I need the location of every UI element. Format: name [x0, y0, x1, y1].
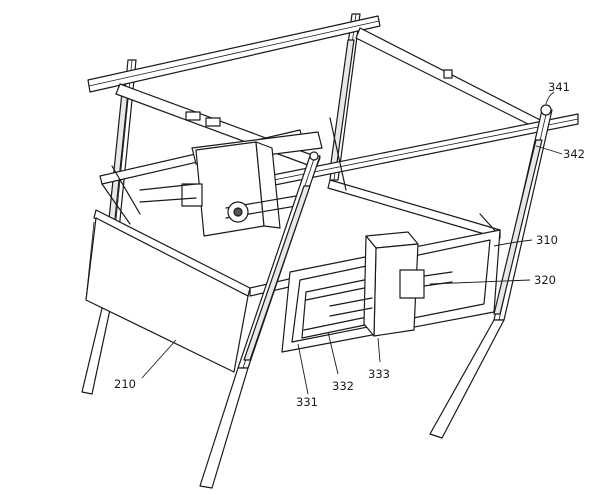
motor-320 [399, 269, 453, 299]
rear-mechanism [139, 131, 323, 237]
label-341: 341 [548, 80, 570, 94]
label-210: 210 [114, 377, 136, 391]
front-left-leg [199, 151, 321, 489]
label-320: 320 [534, 273, 556, 287]
slider-333 [363, 231, 419, 337]
label-332: 332 [332, 379, 354, 393]
container-210 [85, 217, 249, 373]
label-331: 331 [296, 395, 318, 409]
label-310: 310 [536, 233, 558, 247]
top-frame [87, 15, 579, 189]
leader-lines [141, 91, 563, 395]
label-342: 342 [563, 147, 585, 161]
front-right-leg [429, 104, 553, 439]
back-right-leg [329, 13, 361, 181]
label-333: 333 [368, 367, 390, 381]
rod-332 [329, 297, 373, 317]
